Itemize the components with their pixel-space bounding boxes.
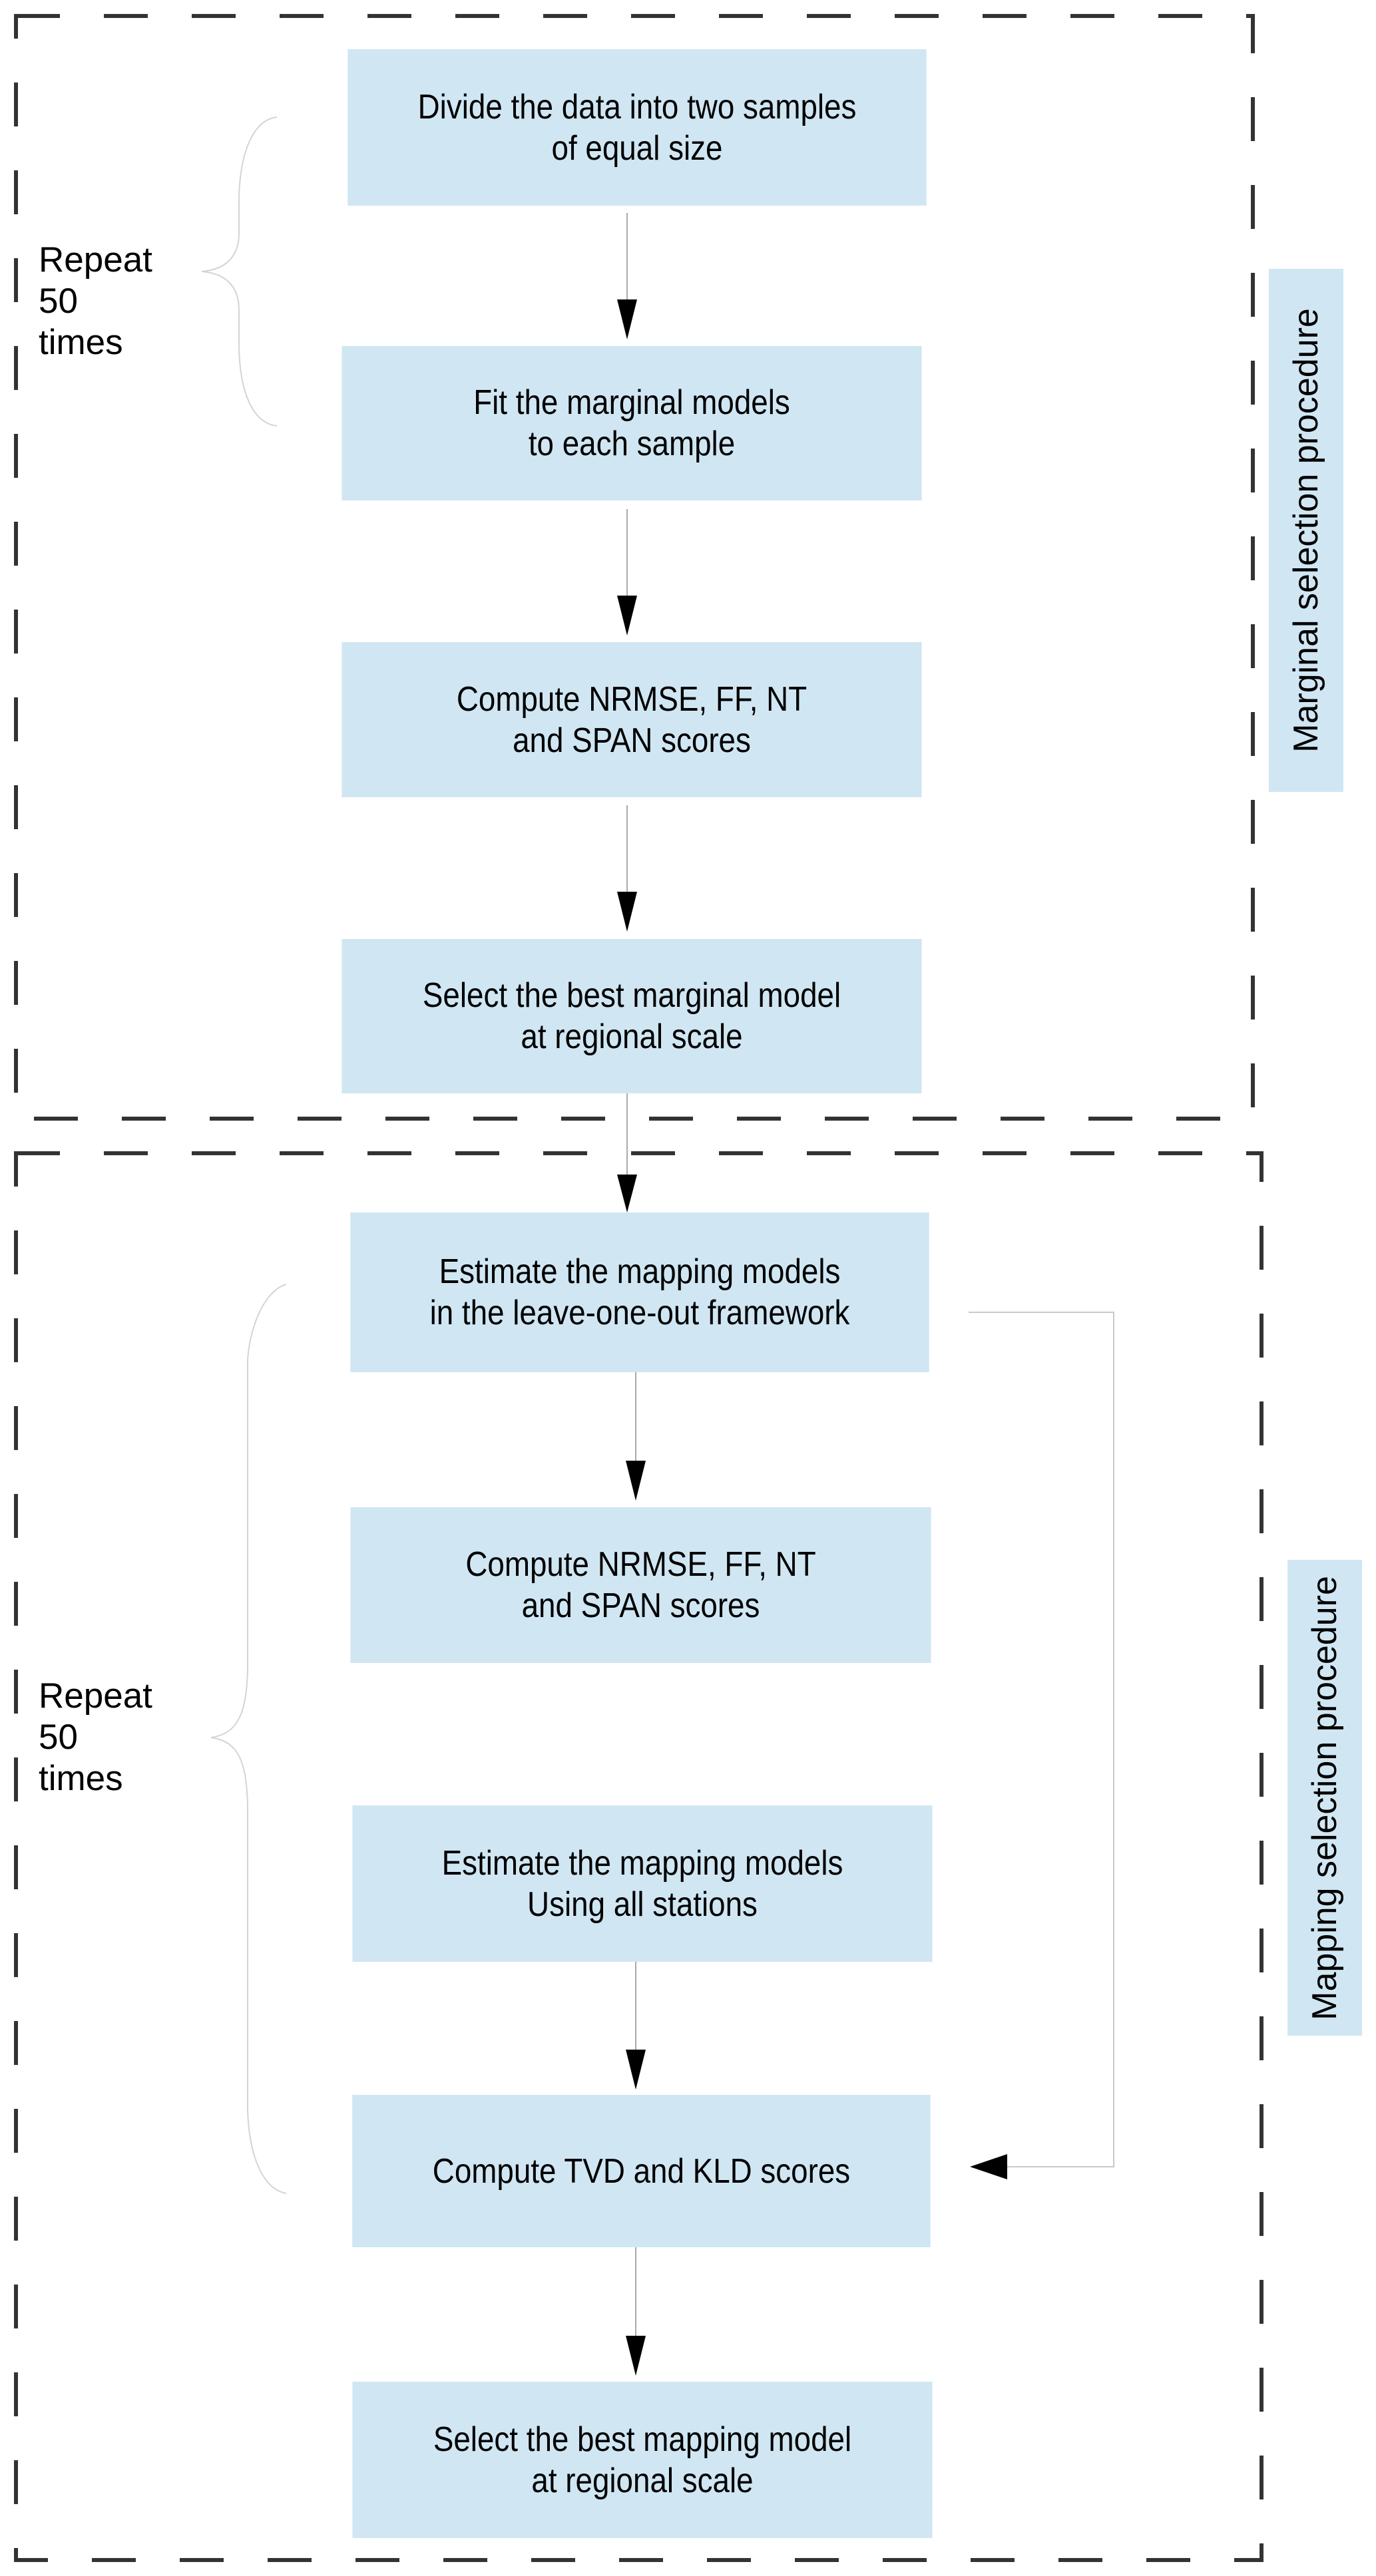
- arrow-step5-to-step6: [626, 1372, 646, 1501]
- marginal-procedure-frame: [14, 14, 1255, 1121]
- step-text-line: Select the best mapping model: [433, 2420, 852, 2459]
- step-text-line: and SPAN scores: [521, 1586, 760, 1625]
- repeat-note-line: 50: [39, 1718, 78, 1757]
- step-text-line: Estimate the mapping models: [439, 1252, 841, 1291]
- repeat-note-marginal: Repeat 50 times: [39, 240, 152, 363]
- step-select-best-mapping: Select the best mapping model at regiona…: [352, 2382, 933, 2538]
- repeat-note-line: times: [39, 1759, 123, 1798]
- step-text-line: of equal size: [551, 128, 723, 168]
- arrow-step2-to-step3: [617, 509, 637, 636]
- marginal-procedure-label: Marginal selection procedure: [1269, 269, 1343, 792]
- arrow-step4-to-step5: [617, 1093, 637, 1212]
- step-text-line: Compute NRMSE, FF, NT: [465, 1545, 816, 1584]
- step-text-line: Fit the marginal models: [473, 383, 790, 422]
- connector-step5-to-step8: [969, 1312, 1114, 2179]
- arrow-step1-to-step2: [617, 213, 637, 339]
- step-compute-marginal-scores: Compute NRMSE, FF, NT and SPAN scores: [342, 642, 922, 797]
- arrow-step8-to-step9: [626, 2247, 646, 2376]
- step-text-line: Divide the data into two samples: [417, 87, 857, 126]
- repeat-brace-mapping: [210, 1284, 287, 2194]
- step-estimate-mapping-all-stations: Estimate the mapping models Using all st…: [352, 1805, 933, 1962]
- step-text-line: and SPAN scores: [513, 721, 751, 760]
- step-estimate-mapping-loo: Estimate the mapping models in the leave…: [350, 1212, 929, 1372]
- repeat-note-line: Repeat: [39, 1676, 152, 1716]
- repeat-note-line: 50: [39, 281, 78, 321]
- section-label-text: Marginal selection procedure: [1287, 308, 1326, 753]
- step-compute-mapping-scores: Compute NRMSE, FF, NT and SPAN scores: [350, 1507, 931, 1663]
- repeat-note-line: Repeat: [39, 240, 152, 279]
- step-fit-marginal-models: Fit the marginal models to each sample: [342, 346, 922, 500]
- section-label-text: Mapping selection procedure: [1305, 1575, 1344, 2020]
- step-text-line: at regional scale: [531, 2461, 754, 2500]
- repeat-note-line: times: [39, 323, 123, 362]
- step-text-line: to each sample: [528, 425, 736, 463]
- arrow-step3-to-step4: [617, 805, 637, 932]
- step-text-line: Compute TVD and KLD scores: [432, 2151, 851, 2191]
- mapping-procedure-frame: [14, 1151, 1263, 2562]
- step-text-line: Compute NRMSE, FF, NT: [456, 679, 807, 719]
- step-text-line: in the leave-one-out framework: [429, 1294, 850, 1332]
- arrow-step7-to-step8: [626, 1962, 646, 2090]
- step-divide-data: Divide the data into two samples of equa…: [347, 49, 927, 206]
- step-text-line: Estimate the mapping models: [441, 1843, 843, 1883]
- mapping-procedure-label: Mapping selection procedure: [1287, 1560, 1362, 2036]
- step-select-best-marginal: Select the best marginal model at region…: [342, 939, 922, 1093]
- step-text-line: Select the best marginal model: [422, 976, 841, 1015]
- step-text-line: Using all stations: [527, 1885, 758, 1924]
- step-text-line: at regional scale: [521, 1017, 743, 1056]
- step-compute-tvd-kld: Compute TVD and KLD scores: [352, 2095, 931, 2247]
- repeat-brace-marginal: [201, 116, 278, 427]
- repeat-note-mapping: Repeat 50 times: [39, 1676, 152, 1799]
